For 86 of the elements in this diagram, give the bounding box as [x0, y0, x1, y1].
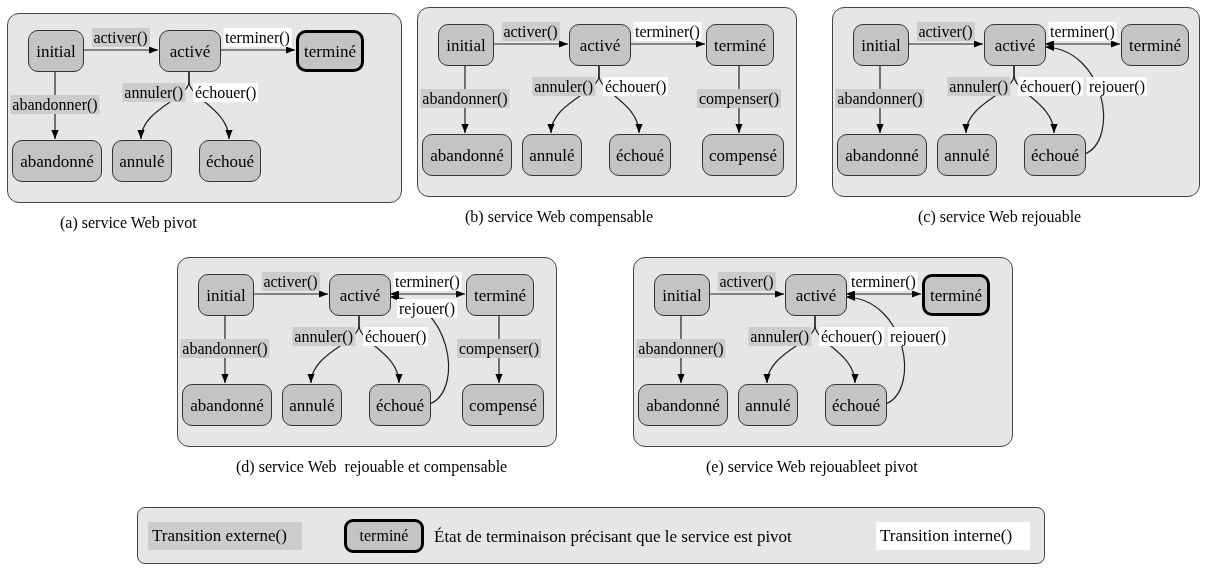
edge-label: terminer() [393, 272, 462, 291]
transition-arrow [389, 290, 466, 298]
edge-label: échouer() [363, 327, 429, 346]
edge-label: compenser() [697, 89, 781, 108]
edge-label: annuler() [292, 327, 355, 346]
edge-label: terminer() [849, 272, 918, 291]
edge-label: terminer() [223, 28, 292, 47]
state-box: échoué [369, 384, 431, 426]
state-box: annulé [937, 134, 997, 176]
state-box: échoué [609, 134, 671, 176]
edge-label: annuler() [122, 83, 185, 102]
transition-arrow [708, 290, 785, 298]
edge-label: annuler() [947, 77, 1010, 96]
state-box: abandonné [837, 134, 927, 176]
state-box: abandonné [422, 134, 512, 176]
state-box: annulé [738, 384, 798, 426]
edge-label: activer() [717, 272, 776, 291]
state-box: initial [853, 24, 909, 66]
state-box: abandonné [638, 384, 728, 426]
legend-text: État de terminaison précisant que le service est pivot [434, 526, 792, 548]
pivot-state-sample: terminé [344, 519, 424, 553]
edge-label: rejouer() [888, 327, 948, 346]
edge-label: échouer() [193, 83, 259, 102]
state-box: échoué [1024, 134, 1086, 176]
edge-label: annuler() [532, 77, 595, 96]
transition-arrow [82, 46, 159, 54]
state-box: activé [329, 274, 391, 316]
edge-label: abandonner() [10, 95, 100, 114]
legend-text: Transition externe() [152, 525, 287, 548]
state-box: initial [28, 30, 84, 72]
state-box: activé [984, 24, 1046, 66]
transition-arrow [845, 290, 922, 298]
transition-arrow [252, 290, 329, 298]
caption: (b) service Web compensable [465, 207, 654, 227]
state-box: terminé [1121, 24, 1189, 66]
state-box: abandonné [182, 384, 272, 426]
edge-label: échouer() [603, 77, 669, 96]
transition-arrow [629, 40, 706, 48]
edge-label: échouer() [1018, 77, 1084, 96]
edge-label: terminer() [633, 22, 702, 41]
edge-label: terminer() [1048, 22, 1117, 41]
edge-label: compenser() [457, 339, 541, 358]
state-box: compensé [702, 134, 784, 176]
caption: (e) service Web rejouableet pivot [706, 457, 918, 477]
caption: (a) service Web pivot [60, 213, 197, 233]
legend-text: Transition interne() [880, 525, 1013, 548]
edge-label: abandonner() [420, 89, 510, 108]
diagram-panel [633, 257, 1013, 447]
state-box: compensé [462, 384, 544, 426]
edge-label: rejouer() [1087, 77, 1147, 96]
transition-arrow [492, 40, 569, 48]
diagram-panel [177, 257, 557, 447]
edge-label: activer() [501, 22, 560, 41]
edge-label: abandonner() [835, 89, 925, 108]
edge-label: annuler() [748, 327, 811, 346]
state-box: activé [569, 24, 631, 66]
transition-arrow [219, 46, 296, 54]
state-box: annulé [112, 140, 172, 182]
edge-label: activer() [91, 28, 150, 47]
edge-label: activer() [261, 272, 320, 291]
caption: (d) service Web rejouable et compensable [236, 457, 508, 477]
state-box: initial [198, 274, 254, 316]
edge-label: rejouer() [397, 299, 457, 318]
state-box: annulé [282, 384, 342, 426]
diagram-panel [417, 7, 797, 197]
state-box: initial [654, 274, 710, 316]
edge-label: activer() [916, 22, 975, 41]
state-box: terminé [466, 274, 534, 316]
diagram-panel [832, 7, 1200, 197]
edge-label: abandonner() [636, 339, 726, 358]
transition-arrow [907, 40, 984, 48]
state-box: échoué [825, 384, 887, 426]
caption: (c) service Web rejouable [918, 207, 1082, 227]
state-box: terminé [296, 30, 364, 72]
state-box: terminé [922, 274, 990, 316]
state-box: activé [159, 30, 221, 72]
edge-label: abandonner() [180, 339, 270, 358]
state-box: abandonné [12, 140, 102, 182]
state-box: terminé [706, 24, 774, 66]
state-box: activé [785, 274, 847, 316]
state-box: annulé [522, 134, 582, 176]
edge-label: échouer() [819, 327, 885, 346]
diagram-panel [7, 13, 402, 203]
transition-arrow [1044, 40, 1121, 48]
state-box: échoué [199, 140, 261, 182]
state-box: initial [438, 24, 494, 66]
